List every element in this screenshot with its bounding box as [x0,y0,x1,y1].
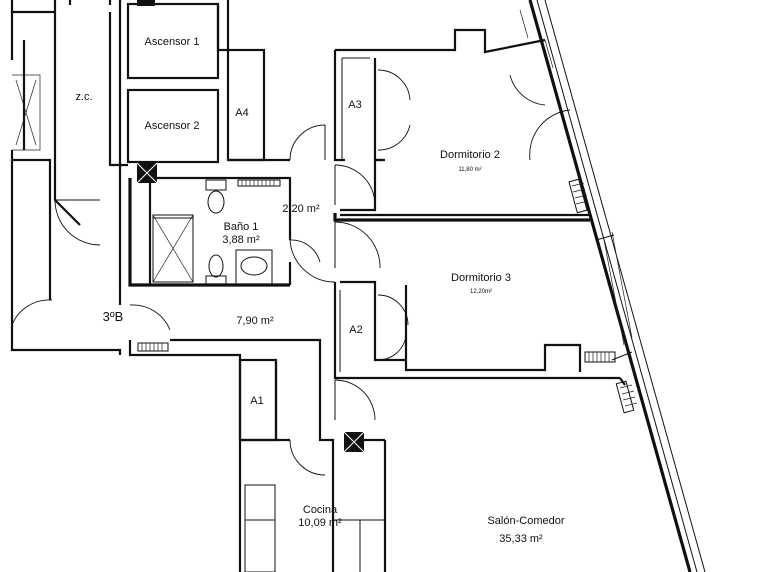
label-salon-comedor-area: 35,33 m² [499,533,543,545]
label-cocina-area: 10,09 m² [298,517,342,529]
walls [10,0,706,572]
label-dormitorio-3-area: 12,20m² [470,289,492,295]
label-bano-1-area: 3,88 m² [222,234,260,246]
label-bano-1: Baño 1 [224,221,259,233]
room-labels: Ascensor 1 Ascensor 2 z.c. A4 A3 Dormito… [75,36,564,545]
fixtures [136,0,638,453]
label-a3: A3 [348,99,361,111]
label-a1: A1 [250,395,263,407]
label-a4: A4 [235,107,248,119]
label-ascensor-1: Ascensor 1 [144,36,199,48]
label-vestibulo-area: 7,90 m² [236,315,274,327]
doors [11,69,571,476]
label-zc: z.c. [75,91,92,103]
label-dormitorio-2-area: 11,80 m² [458,167,481,173]
label-salon-comedor: Salón-Comedor [487,515,564,527]
label-vestibulo: 3ºB [103,309,124,324]
label-dormitorio-2: Dormitorio 2 [440,149,500,161]
label-a2: A2 [349,324,362,336]
label-pasillo-area: 2,20 m² [282,203,320,215]
label-cocina: Cocina [303,504,338,516]
label-ascensor-2: Ascensor 2 [144,120,199,132]
label-dormitorio-3: Dormitorio 3 [451,272,511,284]
